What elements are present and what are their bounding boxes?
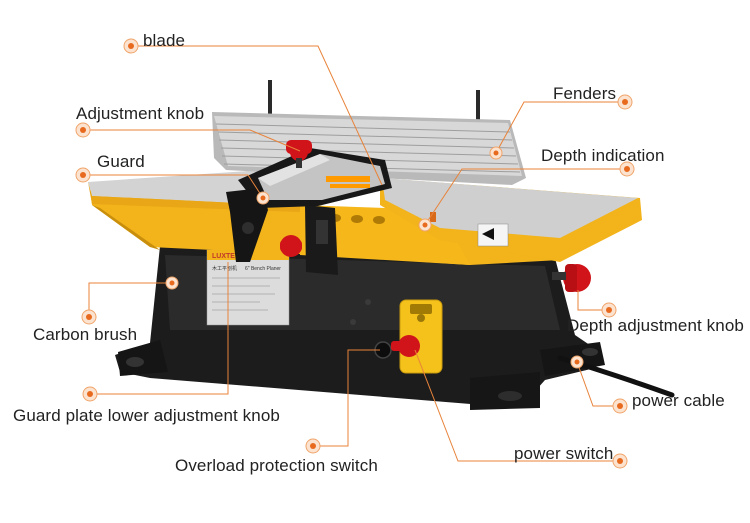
base-bolt — [582, 348, 598, 356]
leader-overload — [313, 349, 380, 447]
guard-plate-pivot — [242, 222, 254, 234]
yellow-frame-shade — [92, 205, 160, 250]
plate-brand: LUXTER — [212, 253, 240, 260]
base-bolt — [498, 391, 522, 401]
housing-screw — [365, 299, 371, 305]
callout-dot-blade — [123, 38, 139, 54]
depth-arrow — [482, 228, 494, 240]
callout-dot-guard-end — [256, 191, 270, 205]
callout-dot-depth-indication — [619, 161, 635, 177]
callout-dot-carbon-brush-end — [165, 276, 179, 290]
leader-depth-indication — [424, 168, 627, 226]
leader-power-switch — [414, 349, 620, 462]
guard-plate-knob-red — [280, 235, 302, 257]
bench-planer-illustration: LUXTER 木工平刨机 6" Bench Planer — [88, 80, 675, 410]
callout-dot-power-cable-end — [570, 355, 584, 369]
label-guard-plate-lower-adjustment-knob: Guard plate lower adjustment knob — [13, 406, 280, 425]
depth-pointer — [430, 212, 436, 222]
leader-adjustment-knob — [83, 129, 301, 152]
callout-dot-carbon-brush — [81, 309, 97, 325]
base-bolt — [126, 357, 144, 367]
label-overload-protection-switch: Overload protection switch — [175, 456, 378, 475]
callout-dot-overload — [305, 438, 321, 454]
plate-model: 6" Bench Planer — [245, 266, 281, 272]
callout-dot-adjustment-knob — [75, 122, 91, 138]
leader-blade — [131, 45, 383, 186]
callout-dot-depth-adjustment-knob — [601, 302, 617, 318]
callout-dot-fenders-end — [489, 146, 503, 160]
adjustment-knob-red — [286, 140, 312, 168]
power-switch-box — [391, 299, 443, 374]
leader-power-cable — [576, 361, 620, 407]
callout-dots — [75, 38, 635, 469]
block-hole — [351, 215, 363, 223]
block-hole — [373, 216, 385, 224]
housing-screw — [350, 319, 356, 325]
label-fenders: Fenders — [553, 84, 617, 103]
label-depth-indication: Depth indication — [541, 146, 665, 165]
callout-dot-power-cable — [612, 398, 628, 414]
base-foot-left — [118, 340, 168, 376]
callout-dot-power-switch — [612, 453, 628, 469]
label-depth-adjustment-knob: Depth adjustment knob — [567, 316, 744, 335]
leader-guard — [83, 174, 264, 199]
leader-lines — [83, 45, 627, 462]
leader-carbon-brush — [88, 282, 172, 317]
leader-depth-adjustment-knob — [577, 290, 609, 311]
plate-title: 木工平刨机 — [212, 265, 237, 272]
base-foot-front — [470, 372, 540, 410]
label-power-cable: power cable — [632, 391, 725, 410]
callout-dot-guard — [75, 167, 91, 183]
depth-adjustment-knob-red — [552, 264, 591, 292]
callout-dot-guard-plate-knob — [82, 386, 98, 402]
label-power-switch: power switch — [514, 444, 614, 463]
callout-dot-fenders — [617, 94, 633, 110]
label-adjustment-knob: Adjustment knob — [76, 104, 205, 123]
label-carbon-brush: Carbon brush — [33, 325, 138, 344]
blade-guard — [238, 148, 392, 208]
leader-guard-plate-knob — [90, 262, 229, 395]
leader-fenders — [495, 101, 625, 154]
label-guard: Guard — [97, 152, 145, 171]
label-blade: blade — [143, 31, 186, 50]
column-slot — [316, 220, 328, 244]
callout-dot-depth-indication-end — [418, 218, 432, 232]
